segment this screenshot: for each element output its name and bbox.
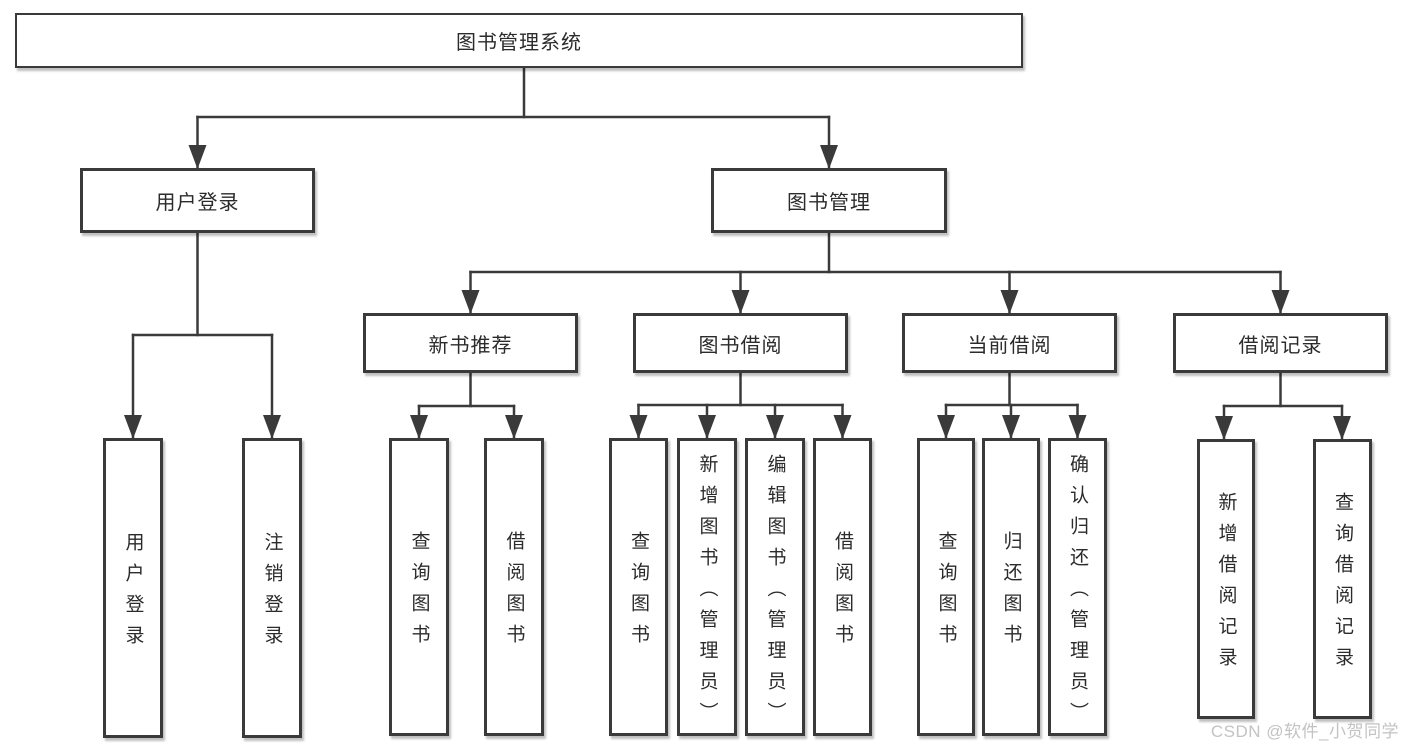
leaf-user-login: 用户登录 — [103, 438, 163, 738]
connector-new-book-recommend-group — [410, 371, 523, 440]
node-borrowing-records: 借阅记录 — [1173, 313, 1388, 373]
connector-user-login-group — [124, 231, 281, 440]
watermark: CSDN @软件_小贺同学 — [1210, 722, 1399, 741]
node-user-login-branch: 用户登录 — [80, 168, 315, 233]
node-borrowing-records-label: 借阅记录 — [1238, 334, 1323, 357]
node-new-book-recommend-label: 新书推荐 — [428, 334, 513, 357]
leaf-confirm-return-admin-label: 确认归还（管理员） — [1067, 453, 1088, 733]
leaf-user-login-label: 用户登录 — [122, 532, 144, 656]
node-book-borrowing-label: 图书借阅 — [698, 334, 783, 357]
leaf-query-borrow-record: 查询借阅记录 — [1313, 439, 1372, 719]
connector-book-management-to-level3 — [461, 231, 1290, 315]
leaf-edit-book-admin: 编辑图书（管理员） — [745, 438, 805, 736]
leaf-query-book-recommend-label: 查询图书 — [408, 531, 430, 655]
leaf-add-book-admin-label: 新增图书（管理员） — [696, 453, 718, 733]
leaf-confirm-return-admin: 确认归还（管理员） — [1048, 438, 1107, 736]
node-new-book-recommend: 新书推荐 — [363, 313, 578, 373]
leaf-logout: 注销登录 — [242, 438, 302, 738]
connector-current-borrowing-group — [937, 371, 1087, 440]
node-book-management: 图书管理 — [711, 168, 947, 233]
leaf-borrow-book-recommend: 借阅图书 — [484, 438, 544, 736]
leaf-borrow-book-recommend-label: 借阅图书 — [503, 531, 525, 655]
leaf-query-book-borrowing-label: 查询图书 — [628, 531, 649, 655]
leaf-return-book-label: 归还图书 — [1000, 531, 1022, 655]
leaf-query-book-current-label: 查询图书 — [935, 531, 957, 655]
node-user-login-branch-label: 用户登录 — [155, 192, 240, 214]
node-root: 图书管理系统 — [15, 13, 1023, 68]
leaf-add-borrow-record-label: 新增借阅记录 — [1215, 492, 1237, 678]
leaf-add-book-admin: 新增图书（管理员） — [677, 438, 737, 736]
leaf-edit-book-admin-label: 编辑图书（管理员） — [764, 453, 786, 733]
connector-root-to-level2 — [188, 66, 838, 170]
leaf-query-book-current: 查询图书 — [917, 438, 975, 736]
leaf-return-book: 归还图书 — [982, 438, 1040, 736]
node-book-management-label: 图书管理 — [787, 192, 871, 214]
leaf-query-book-borrowing: 查询图书 — [609, 438, 668, 736]
connector-book-borrowing-group — [629, 371, 852, 440]
leaf-logout-label: 注销登录 — [261, 532, 283, 656]
node-root-label: 图书管理系统 — [456, 32, 582, 54]
node-book-borrowing: 图书借阅 — [633, 313, 848, 373]
node-current-borrowing-label: 当前借阅 — [967, 334, 1052, 357]
connector-borrowing-records-group — [1215, 371, 1351, 441]
leaf-add-borrow-record: 新增借阅记录 — [1197, 439, 1255, 719]
leaf-query-borrow-record-label: 查询借阅记录 — [1332, 492, 1353, 678]
leaf-borrow-book-borrowing-label: 借阅图书 — [832, 531, 853, 655]
leaf-borrow-book-borrowing: 借阅图书 — [813, 438, 872, 736]
node-current-borrowing: 当前借阅 — [902, 313, 1117, 373]
leaf-query-book-recommend: 查询图书 — [389, 438, 449, 736]
